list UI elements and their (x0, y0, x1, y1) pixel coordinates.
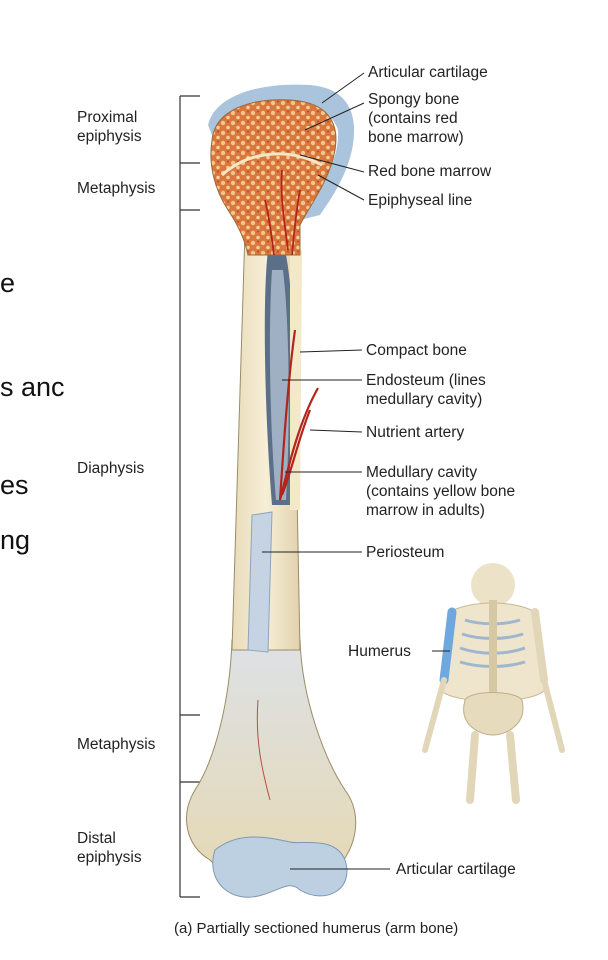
figure-caption: (a) Partially sectioned humerus (arm bon… (174, 920, 459, 937)
label-red-bone-marrow: Red bone marrow (368, 163, 492, 180)
humerus-highlight (439, 607, 457, 685)
label-diaphysis: Diaphysis (77, 460, 145, 477)
left-text-fragment: es (0, 470, 29, 500)
nutrient-artery (278, 329, 319, 501)
label-compact-bone: Compact bone (366, 342, 467, 359)
left-text-fragment: ng (0, 525, 31, 555)
label-metaphysis-top: Metaphysis (77, 180, 156, 197)
label-humerus: Humerus (348, 643, 411, 660)
periosteum-sleeve (247, 511, 273, 653)
epiphyseal-line (221, 152, 323, 177)
label-periosteum: Periosteum (366, 544, 445, 561)
label-metaphysis-bottom: Metaphysis (77, 736, 156, 753)
label-distal-epiphysis: Distal epiphysis (77, 830, 142, 866)
skeleton-inset (422, 563, 565, 804)
label-endosteum: Endosteum (lines medullary cavity) (366, 372, 486, 408)
label-articular-cartilage-top: Articular cartilage (368, 64, 488, 81)
label-proximal-epiphysis: Proximal epiphysis (77, 109, 142, 145)
region-bracket (179, 95, 200, 898)
label-nutrient-artery: Nutrient artery (366, 424, 465, 441)
articular-cartilage-distal (212, 836, 348, 898)
left-text-fragment: e (0, 268, 16, 298)
label-spongy-bone: Spongy bone (contains red bone marrow) (368, 91, 464, 146)
distal-epiphysis-shape (186, 639, 357, 866)
left-text-fragment: s anc (0, 372, 65, 402)
articular-cartilage-proximal (208, 84, 355, 220)
leader-lines (262, 72, 450, 870)
label-epiphyseal-line: Epiphyseal line (368, 192, 473, 209)
label-medullary-cavity: Medullary cavity (contains yellow bone m… (366, 464, 516, 519)
label-articular-cartilage-bottom: Articular cartilage (396, 861, 516, 878)
proximal-epiphysis-spongy (210, 99, 337, 256)
red-bone-marrow (264, 169, 301, 256)
